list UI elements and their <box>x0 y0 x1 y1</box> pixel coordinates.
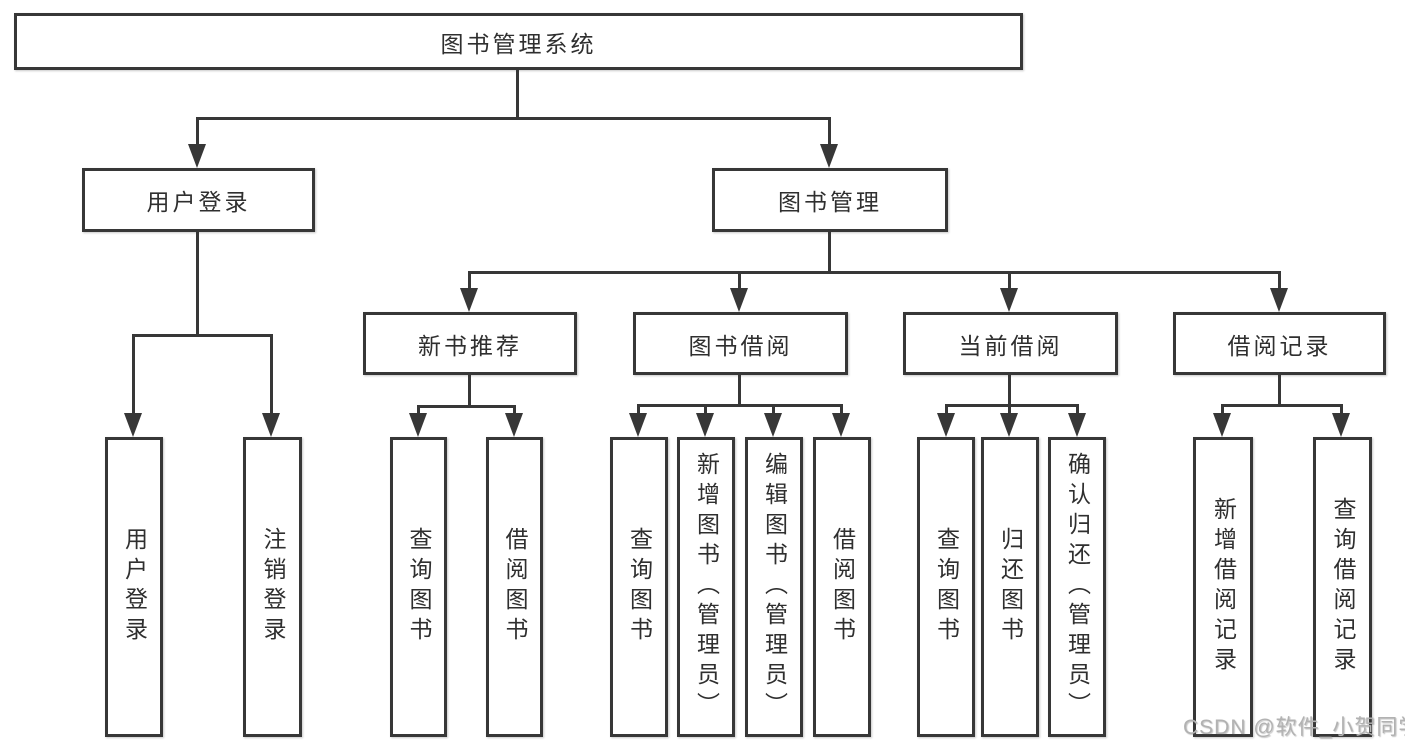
arrowhead-down-icon <box>832 413 850 437</box>
connector-line <box>132 334 135 414</box>
connector-line <box>828 117 831 145</box>
leaf-br-add-record: 新增借阅记录 <box>1193 437 1253 737</box>
arrowhead-down-icon <box>1000 413 1018 437</box>
leaf-bb-borrow-books: 借阅图书 <box>813 437 871 737</box>
arrowhead-down-icon <box>1068 413 1086 437</box>
leaf-nbr-query-books: 查询图书 <box>390 437 447 737</box>
arrowhead-down-icon <box>1270 288 1288 312</box>
node-book-management: 图书管理 <box>712 168 948 232</box>
node-new-book-recommend: 新书推荐 <box>363 312 577 375</box>
connector-line <box>840 404 843 414</box>
connector-line <box>196 117 199 145</box>
connector-line <box>468 375 471 407</box>
connector-line <box>1278 375 1281 406</box>
connector-line <box>468 271 1281 274</box>
arrowhead-down-icon <box>696 413 714 437</box>
connector-line <box>704 404 707 414</box>
connector-line <box>417 405 516 408</box>
connector-line <box>1008 404 1011 414</box>
node-book-borrowing: 图书借阅 <box>633 312 848 375</box>
connector-line <box>270 334 273 414</box>
leaf-cb-return-books: 归还图书 <box>981 437 1039 737</box>
arrowhead-down-icon <box>1000 288 1018 312</box>
connector-line <box>1278 271 1281 290</box>
connector-line <box>772 404 775 414</box>
leaf-br-query-record: 查询借阅记录 <box>1313 437 1372 737</box>
leaf-nbr-borrow-books: 借阅图书 <box>486 437 543 737</box>
connector-line <box>945 404 948 414</box>
arrowhead-down-icon <box>1332 413 1350 437</box>
arrowhead-down-icon <box>820 144 838 168</box>
connector-line <box>1076 404 1079 414</box>
connector-line <box>132 334 273 337</box>
connector-line <box>516 70 519 118</box>
connector-line <box>468 271 471 290</box>
leaf-cb-query-books: 查询图书 <box>917 437 975 737</box>
arrowhead-down-icon <box>460 288 478 312</box>
leaf-user-login: 用户登录 <box>105 437 163 737</box>
arrowhead-down-icon <box>188 144 206 168</box>
leaf-logout: 注销登录 <box>243 437 302 737</box>
connector-line <box>738 271 741 290</box>
node-borrowing-records: 借阅记录 <box>1173 312 1386 375</box>
leaf-cb-confirm-return-admin: 确认归还（管理员） <box>1048 437 1106 737</box>
leaf-bb-add-books-admin: 新增图书（管理员） <box>677 437 735 737</box>
leaf-bb-edit-books-admin: 编辑图书（管理员） <box>745 437 803 737</box>
connector-line <box>738 375 741 406</box>
node-current-borrowing: 当前借阅 <box>903 312 1118 375</box>
connector-line <box>1340 404 1343 414</box>
connector-line <box>513 405 516 414</box>
connector-line <box>637 404 843 407</box>
arrowhead-down-icon <box>505 413 523 437</box>
connector-line <box>828 232 831 273</box>
connector-line <box>1008 375 1011 406</box>
arrowhead-down-icon <box>124 413 142 437</box>
arrowhead-down-icon <box>764 413 782 437</box>
connector-line <box>945 404 1078 407</box>
arrowhead-down-icon <box>262 413 280 437</box>
arrowhead-down-icon <box>730 288 748 312</box>
connector-line <box>196 117 831 120</box>
connector-line <box>1221 404 1224 414</box>
arrowhead-down-icon <box>1213 413 1231 437</box>
csdn-watermark: CSDN @软件_小贺同学 <box>1183 716 1405 739</box>
connector-line <box>417 405 420 414</box>
arrowhead-down-icon <box>409 413 427 437</box>
connector-line <box>1008 271 1011 290</box>
arrowhead-down-icon <box>937 413 955 437</box>
node-root: 图书管理系统 <box>14 13 1023 70</box>
connector-line <box>1221 404 1342 407</box>
connector-line <box>196 232 199 336</box>
connector-line <box>637 404 640 414</box>
leaf-bb-query-books: 查询图书 <box>610 437 668 737</box>
arrowhead-down-icon <box>629 413 647 437</box>
node-user-login: 用户登录 <box>82 168 315 232</box>
